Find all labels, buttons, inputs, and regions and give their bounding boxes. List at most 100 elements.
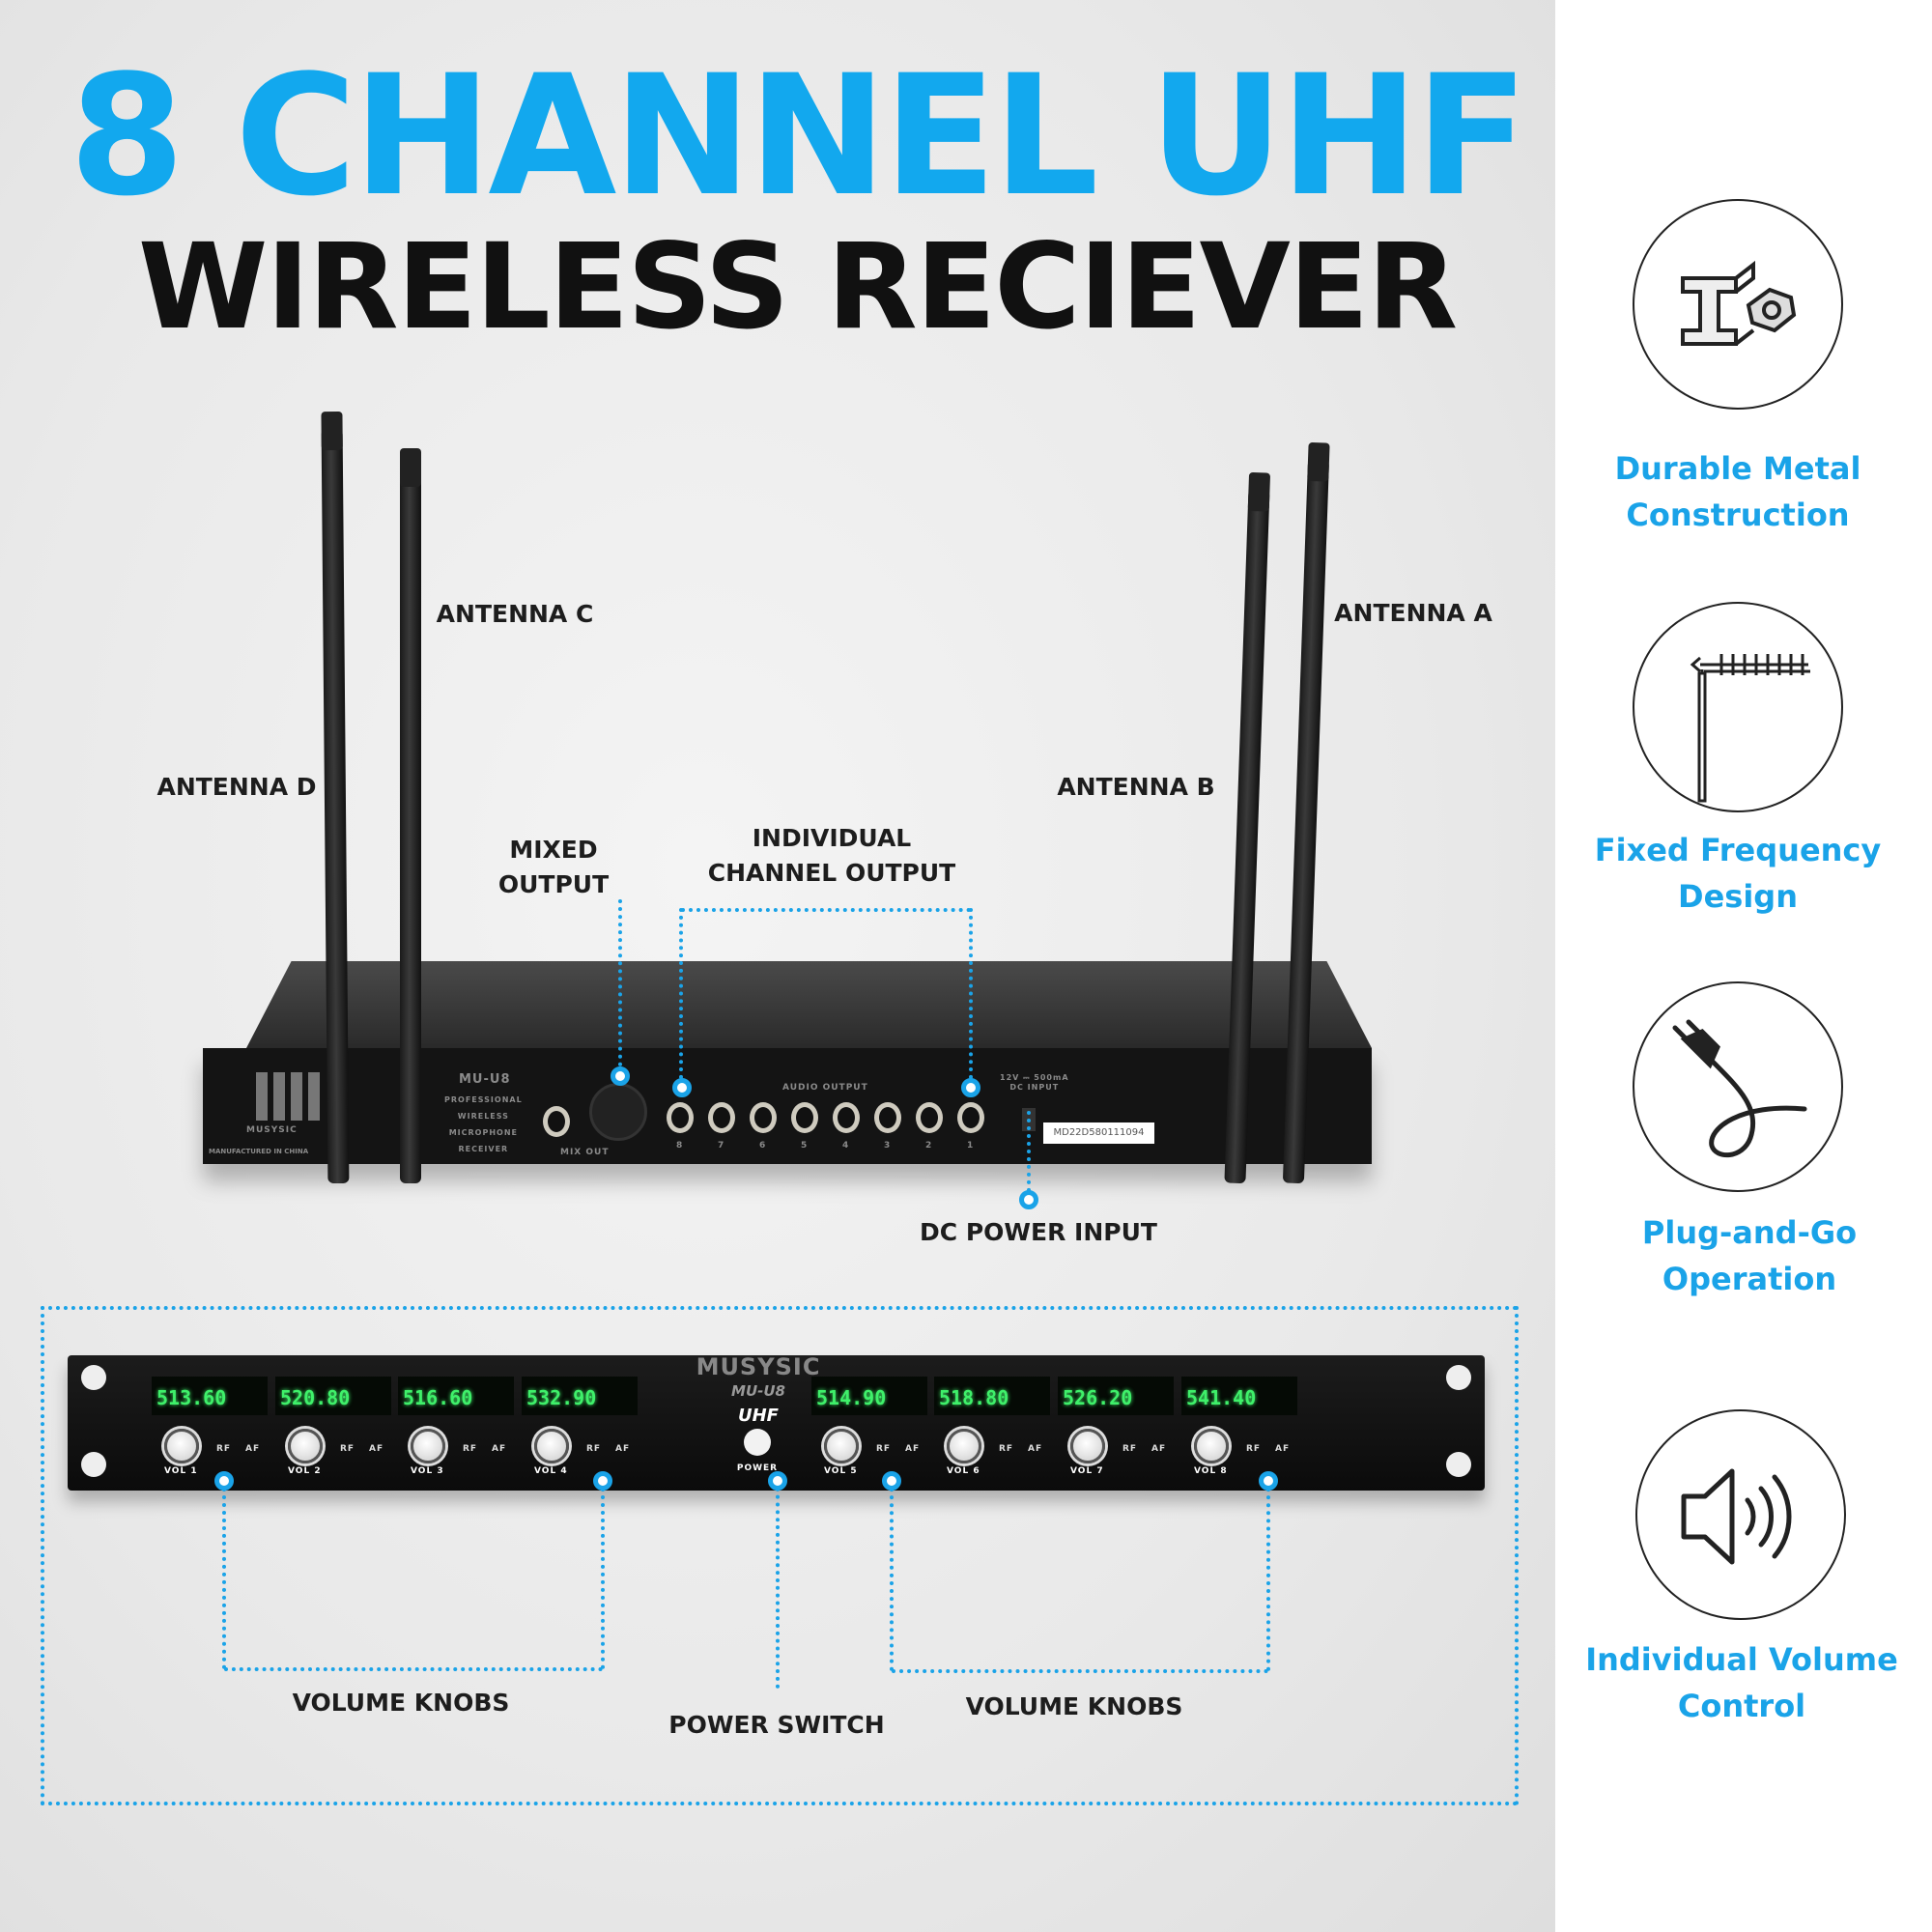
caption-line: Durable Metal — [1614, 450, 1861, 487]
volume-label: VOL 7 — [1070, 1466, 1104, 1476]
power-leader — [776, 1480, 780, 1689]
label-line: MIXED — [509, 836, 598, 864]
channel-output-jack[interactable] — [874, 1102, 901, 1133]
desc-line: RECEIVER — [458, 1145, 509, 1153]
dc-leader — [1027, 1111, 1031, 1200]
antenna-b-label: ANTENNA B — [1057, 773, 1215, 801]
frequency-display: 516.60 — [403, 1386, 473, 1409]
channel-display-window — [275, 1377, 391, 1415]
right-knobs-bracket-l — [890, 1480, 894, 1671]
channel-output-jack[interactable] — [708, 1102, 735, 1133]
caption-line: Construction — [1626, 497, 1850, 533]
volume-knob[interactable] — [288, 1429, 323, 1463]
antenna-d-label: ANTENNA D — [156, 773, 317, 801]
rf-indicator: RF — [340, 1444, 355, 1454]
bracket-right — [969, 908, 973, 1087]
channel-display-window — [1058, 1377, 1174, 1415]
receiver-top-cover — [246, 961, 1372, 1048]
brand-text: MUSYSIC — [246, 1125, 298, 1135]
channel-output-jack[interactable] — [667, 1102, 694, 1133]
volume-label: VOL 8 — [1194, 1466, 1228, 1476]
volume-knob[interactable] — [824, 1429, 859, 1463]
rack-ear-hole — [81, 1365, 106, 1390]
jack-number: 6 — [759, 1141, 767, 1151]
jack-number: 5 — [801, 1141, 809, 1151]
volume-knob[interactable] — [534, 1429, 569, 1463]
channel-output-jack[interactable] — [750, 1102, 777, 1133]
frequency-display: 514.90 — [816, 1386, 887, 1409]
jack-number: 4 — [842, 1141, 850, 1151]
rf-indicator: RF — [586, 1444, 602, 1454]
individual-output-label: INDIVIDUAL CHANNEL OUTPUT — [708, 821, 955, 892]
channel-display-window — [934, 1377, 1050, 1415]
antenna-c — [400, 448, 421, 1183]
volume-knob[interactable] — [947, 1429, 981, 1463]
volume-label: VOL 1 — [164, 1466, 198, 1476]
dc-power-input-label: DC POWER INPUT — [920, 1218, 1157, 1246]
channel-output-jack[interactable] — [791, 1102, 818, 1133]
channel-output-jack[interactable] — [833, 1102, 860, 1133]
frequency-display: 532.90 — [526, 1386, 597, 1409]
rf-indicator: RF — [216, 1444, 232, 1454]
caption-line: Control — [1677, 1688, 1806, 1724]
output-marker-left — [672, 1078, 692, 1097]
rf-indicator: RF — [1246, 1444, 1262, 1454]
volume-knob[interactable] — [1194, 1429, 1229, 1463]
caption-line: Fixed Frequency — [1594, 832, 1882, 868]
vol8-marker — [1259, 1471, 1278, 1491]
antenna-a-label: ANTENNA A — [1334, 599, 1492, 627]
af-indicator: AF — [1151, 1444, 1167, 1454]
antenna-icon — [1633, 602, 1843, 812]
power-switch[interactable] — [744, 1429, 771, 1456]
title-line-1: 8 CHANNEL UHF — [69, 39, 1529, 233]
channel-display-window — [152, 1377, 268, 1415]
jack-number: 3 — [884, 1141, 892, 1151]
caption-line: Operation — [1662, 1261, 1837, 1297]
rf-indicator: RF — [999, 1444, 1014, 1454]
caption-line: Plug-and-Go — [1641, 1214, 1858, 1251]
volume-label: VOL 5 — [824, 1466, 858, 1476]
antenna-c-label: ANTENNA C — [436, 600, 594, 628]
volume-knob[interactable] — [411, 1429, 445, 1463]
af-indicator: AF — [245, 1444, 261, 1454]
front-panel-callout-box — [41, 1306, 1519, 1805]
jack-number: 8 — [676, 1141, 684, 1151]
bracket-left — [679, 908, 683, 1087]
volume-knobs-left-label: VOLUME KNOBS — [292, 1689, 510, 1717]
mixed-output-label: MIXED OUTPUT — [498, 833, 609, 903]
volume-label: VOL 6 — [947, 1466, 980, 1476]
band-label: UHF — [738, 1406, 779, 1426]
serial-sticker: MD22D580111094 — [1043, 1122, 1154, 1144]
front-model: MU-U8 — [731, 1382, 785, 1400]
label-line: OUTPUT — [497, 870, 610, 899]
power-marker — [768, 1471, 787, 1491]
af-indicator: AF — [1028, 1444, 1043, 1454]
volume-label: VOL 3 — [411, 1466, 444, 1476]
plug-icon — [1633, 981, 1843, 1192]
back-description: PROFESSIONAL WIRELESS MICROPHONE RECEIVE… — [444, 1092, 523, 1157]
receiver-back-panel: MUSYSIC MANUFACTURED IN CHINA MU-U8 PROF… — [203, 1048, 1372, 1164]
xlr-mix-out-connector[interactable] — [589, 1083, 647, 1141]
jack-number: 2 — [925, 1141, 933, 1151]
individual-output-bracket — [681, 908, 971, 912]
frequency-display: 541.40 — [1186, 1386, 1257, 1409]
left-knobs-bracket-r — [601, 1480, 605, 1669]
volume-knob[interactable] — [164, 1429, 199, 1463]
right-knobs-bracket — [892, 1669, 1268, 1673]
channel-output-jack[interactable] — [916, 1102, 943, 1133]
label-line: INDIVIDUAL — [752, 824, 912, 852]
front-brand: MUSYSIC — [696, 1353, 821, 1380]
channel-output-jack[interactable] — [957, 1102, 984, 1133]
rack-ear-hole — [1446, 1452, 1471, 1477]
dc-input-text: DC INPUT — [1009, 1083, 1060, 1093]
caption-line: Individual Volume — [1585, 1641, 1898, 1678]
mixed-output-marker — [611, 1066, 630, 1086]
volume-knob[interactable] — [1070, 1429, 1105, 1463]
dc-label: 12V ⎓ 500mA DC INPUT — [1000, 1073, 1069, 1094]
desc-line: MICROPHONE — [448, 1128, 518, 1137]
mix-out-jack[interactable] — [543, 1106, 570, 1137]
desc-line: WIRELESS — [457, 1112, 509, 1121]
